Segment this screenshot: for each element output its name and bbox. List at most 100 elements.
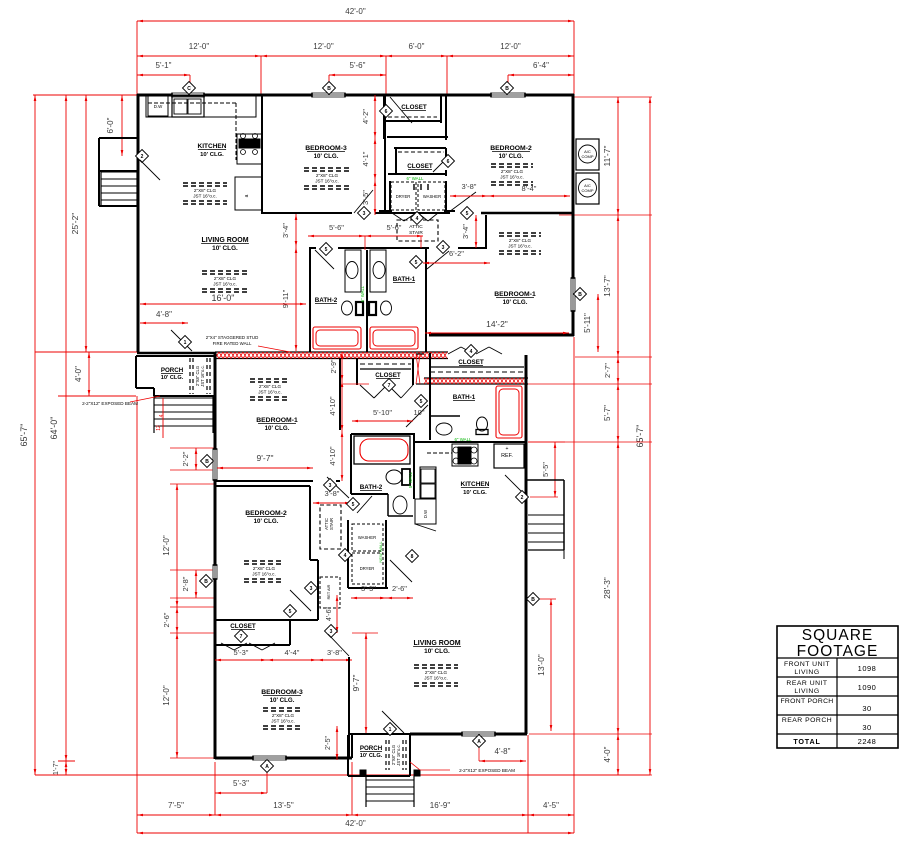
svg-text:TOTAL: TOTAL	[793, 737, 820, 746]
svg-text:JST 16"o.c.: JST 16"o.c.	[200, 365, 205, 386]
svg-text:14'-2": 14'-2"	[486, 319, 508, 329]
svg-text:FIRE RATED WALL: FIRE RATED WALL	[213, 341, 252, 346]
svg-text:1098: 1098	[858, 664, 877, 673]
svg-text:5'-10": 5'-10"	[373, 408, 392, 417]
svg-text:JST 16"o.c.: JST 16"o.c.	[315, 179, 339, 184]
svg-text:CLOSET: CLOSET	[407, 163, 433, 170]
svg-text:BATH-2: BATH-2	[360, 484, 383, 491]
svg-text:KITCHEN: KITCHEN	[198, 143, 227, 150]
svg-text:2'-6": 2'-6"	[162, 612, 171, 627]
svg-text:10' CLG.: 10' CLG.	[463, 490, 487, 496]
svg-text:6'-0": 6'-0"	[409, 42, 425, 51]
svg-text:2"X8" CLG: 2"X8" CLG	[259, 384, 282, 389]
svg-text:JST 16"o.c.: JST 16"o.c.	[508, 244, 532, 249]
svg-text:6" WALL: 6" WALL	[360, 285, 365, 302]
svg-text:13'-7": 13'-7"	[602, 275, 612, 297]
svg-text:1: 1	[389, 727, 392, 733]
svg-text:JST 16"o.c.: JST 16"o.c.	[424, 676, 448, 681]
svg-text:10' CLG.: 10' CLG.	[499, 153, 524, 160]
svg-text:3: 3	[310, 586, 313, 592]
svg-text:6'-2": 6'-2"	[449, 249, 464, 258]
svg-text:JST 16"o.c.: JST 16"o.c.	[213, 282, 237, 287]
svg-text:4'-10": 4'-10"	[328, 446, 337, 465]
svg-text:2'-2": 2'-2"	[181, 451, 190, 466]
svg-text:3'-8": 3'-8"	[327, 648, 342, 657]
svg-text:9'-11": 9'-11"	[281, 289, 290, 308]
svg-text:SQUARE: SQUARE	[802, 627, 873, 644]
svg-text:6" WALL: 6" WALL	[406, 176, 424, 181]
svg-text:12'-0": 12'-0"	[189, 42, 210, 51]
svg-text:BEDROOM-1: BEDROOM-1	[256, 417, 298, 424]
svg-text:3: 3	[330, 629, 333, 635]
svg-text:10' CLG.: 10' CLG.	[270, 697, 295, 704]
svg-text:5: 5	[352, 502, 355, 508]
svg-text:BEDROOM-3: BEDROOM-3	[261, 689, 303, 696]
svg-text:5'-6": 5'-6"	[350, 61, 366, 70]
svg-text:2'-9": 2'-9"	[331, 359, 338, 373]
svg-text:2"X8" CLG: 2"X8" CLG	[391, 745, 396, 765]
svg-text:10' CLG.: 10' CLG.	[200, 152, 224, 158]
svg-text:A: A	[265, 764, 269, 770]
svg-text:4: 4	[416, 216, 419, 222]
svg-text:4'-6": 4'-6"	[326, 607, 333, 621]
svg-text:D.W: D.W	[423, 510, 428, 518]
svg-text:3: 3	[363, 211, 366, 217]
svg-text:5: 5	[415, 260, 418, 266]
svg-text:a: a	[244, 194, 250, 197]
svg-text:64'-0": 64'-0"	[49, 417, 59, 440]
svg-text:10' CLG.: 10' CLG.	[314, 153, 339, 160]
svg-text:RET AIR: RET AIR	[327, 584, 331, 599]
svg-text:5: 5	[420, 399, 423, 405]
svg-text:ATTIC: ATTIC	[324, 518, 329, 530]
svg-text:B: B	[205, 459, 209, 465]
svg-text:7'-5": 7'-5"	[168, 801, 184, 810]
svg-text:6" WALL: 6" WALL	[454, 437, 472, 442]
svg-text:12'-0": 12'-0"	[162, 685, 171, 706]
svg-text:2"X8" CLG: 2"X8" CLG	[425, 670, 448, 675]
svg-text:4'-1": 4'-1"	[361, 151, 370, 166]
svg-text:30: 30	[862, 704, 871, 713]
svg-text:4'-10": 4'-10"	[328, 396, 337, 415]
svg-text:2"X8" CLG: 2"X8" CLG	[194, 188, 217, 193]
svg-text:12'-0": 12'-0"	[500, 42, 521, 51]
svg-text:4'-4": 4'-4"	[285, 648, 300, 657]
svg-text:2"X8" CLG: 2"X8" CLG	[195, 366, 200, 386]
svg-text:A: A	[477, 739, 481, 745]
svg-text:3'-5": 3'-5"	[361, 190, 370, 205]
svg-text:ATTIC: ATTIC	[409, 224, 423, 230]
svg-text:65'-7": 65'-7"	[635, 425, 645, 448]
svg-text:+: +	[506, 446, 509, 452]
svg-text:D.W: D.W	[154, 104, 163, 109]
svg-text:12: 12	[156, 425, 162, 431]
svg-text:B: B	[578, 292, 582, 298]
svg-text:JST 16"o.c.: JST 16"o.c.	[500, 175, 524, 180]
svg-text:9'-7": 9'-7"	[351, 675, 361, 692]
svg-text:7: 7	[388, 383, 391, 389]
svg-text:B: B	[505, 86, 509, 92]
svg-text:16'-9": 16'-9"	[430, 801, 451, 810]
svg-text:2'-6": 2'-6"	[392, 584, 407, 593]
svg-text:2"X8" CLG: 2"X8" CLG	[214, 276, 237, 281]
svg-text:10' CLG.: 10' CLG.	[161, 375, 184, 381]
svg-text:9'-7": 9'-7"	[257, 453, 274, 463]
svg-text:KITCHEN: KITCHEN	[461, 481, 490, 488]
svg-text:C: C	[187, 86, 191, 92]
svg-text:REAR UNIT: REAR UNIT	[786, 680, 827, 687]
svg-text:4'-0": 4'-0"	[74, 366, 83, 382]
svg-text:3'-8": 3'-8"	[462, 182, 477, 191]
svg-text:5'-1": 5'-1"	[156, 61, 172, 70]
svg-text:FRONT PORCH: FRONT PORCH	[780, 698, 833, 705]
svg-text:5'-6": 5'-6"	[329, 223, 344, 232]
svg-text:6'-0": 6'-0"	[106, 117, 115, 133]
svg-text:1'-7": 1'-7"	[53, 761, 60, 775]
svg-text:4: 4	[344, 553, 347, 559]
svg-text:JST 16"o.c.: JST 16"o.c.	[258, 390, 282, 395]
svg-text:DRYER: DRYER	[396, 194, 411, 199]
svg-text:6: 6	[447, 159, 450, 165]
svg-text:5'-5": 5'-5"	[541, 462, 550, 477]
svg-text:4'-8": 4'-8"	[156, 310, 172, 319]
svg-text:12'-0": 12'-0"	[313, 42, 334, 51]
svg-text:5'-7": 5'-7"	[603, 405, 612, 421]
svg-text:12'-0": 12'-0"	[162, 535, 171, 556]
svg-text:3'-4": 3'-4"	[461, 224, 470, 239]
